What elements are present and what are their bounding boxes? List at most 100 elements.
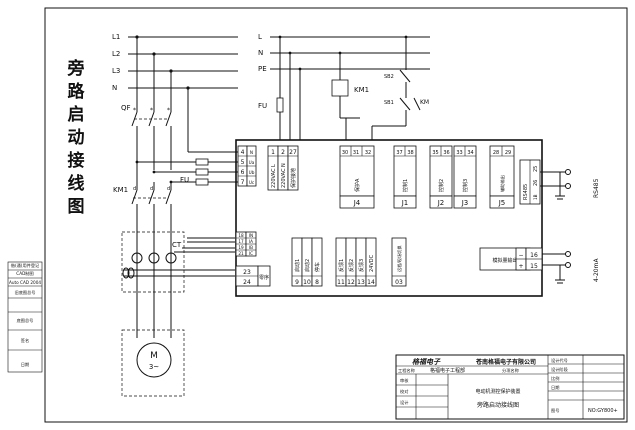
stamp-label: Auto CAD 2004 xyxy=(9,280,41,285)
svg-text:反馈2: 反馈2 xyxy=(348,259,355,272)
line-label-l3: L3 xyxy=(112,67,120,75)
svg-text:J5: J5 xyxy=(498,199,506,207)
company-name: 苍南格福电子有限公司 xyxy=(475,358,536,366)
svg-text:8: 8 xyxy=(315,279,319,286)
svg-text:*: * xyxy=(133,107,136,114)
relay-j1: 37 38 控制1 J1 xyxy=(393,145,417,209)
svg-text:17: 17 xyxy=(238,239,244,244)
stamp-label: 旧底图总号 xyxy=(15,289,36,296)
current-transformer-ct: CT xyxy=(121,231,235,338)
svg-text:5: 5 xyxy=(241,159,245,166)
relay-j3: 33 34 控制3 J3 xyxy=(453,145,477,209)
svg-text:−: − xyxy=(518,252,523,259)
svg-text:32: 32 xyxy=(365,150,371,156)
svg-text:31: 31 xyxy=(353,150,359,156)
svg-text:J2: J2 xyxy=(437,199,445,207)
svg-text:反馈1: 反馈1 xyxy=(338,259,345,272)
svg-text:辅助输出: 辅助输出 xyxy=(499,175,506,192)
title-block: 格福电子 苍南格福电子有限公司 工程名称 格福电子工程部 分项名称 审核 校对 … xyxy=(395,354,625,420)
terminal-strip-feedback: 反馈1 反馈2 反馈3 24VDC 11 12 13 14 xyxy=(335,237,377,287)
supply-lines-left: L1 L2 L3 N xyxy=(112,33,238,153)
svg-text:18: 18 xyxy=(238,233,244,238)
svg-text:工程名称: 工程名称 xyxy=(398,367,415,374)
svg-text:启动1: 启动1 xyxy=(294,259,301,272)
svg-text:+: + xyxy=(518,263,523,270)
analog-output: 模拟量输出 − + 16 15 4-20mA xyxy=(479,247,600,284)
svg-text:9: 9 xyxy=(295,279,299,286)
svg-text:24VDC: 24VDC xyxy=(369,254,375,272)
svg-text:13: 13 xyxy=(357,279,365,286)
svg-text:格福电子工程部: 格福电子工程部 xyxy=(430,367,465,374)
svg-text:*: * xyxy=(167,107,170,114)
svg-text:35: 35 xyxy=(432,150,438,156)
svg-text:设计代号: 设计代号 xyxy=(551,357,568,364)
svg-text:模拟量输出: 模拟量输出 xyxy=(492,257,517,264)
svg-text:N: N xyxy=(250,150,253,155)
terminal-remote-local: 远程/现场切换 03 xyxy=(391,237,407,287)
svg-text:SB1: SB1 xyxy=(384,100,394,106)
svg-text:保护A: 保护A xyxy=(354,178,361,192)
svg-text:CT: CT xyxy=(172,241,182,249)
svg-text:保护接地: 保护接地 xyxy=(290,168,297,188)
svg-text:RS485: RS485 xyxy=(593,178,600,198)
svg-text:校对: 校对 xyxy=(400,388,408,395)
stamp-label: CAD制图 xyxy=(16,270,33,277)
svg-text:KM: KM xyxy=(420,99,429,106)
svg-text:Ub: Ub xyxy=(249,170,255,175)
svg-text:旁: 旁 xyxy=(67,58,85,79)
svg-text:25: 25 xyxy=(533,166,539,172)
stamp-label: 借(通)用件登记 xyxy=(11,262,40,269)
svg-text:24: 24 xyxy=(243,279,251,286)
svg-text:设计阶段: 设计阶段 xyxy=(551,366,569,373)
svg-text:12: 12 xyxy=(347,279,355,286)
svg-text:38: 38 xyxy=(407,150,413,156)
svg-text:3~: 3~ xyxy=(149,363,159,371)
line-label-l2: L2 xyxy=(112,50,120,58)
svg-text:L: L xyxy=(258,33,262,41)
svg-text:37: 37 xyxy=(396,150,402,156)
svg-text:220VAC L: 220VAC L xyxy=(271,164,277,188)
product-name: 电动机测控保护装置 xyxy=(475,388,520,395)
svg-text:停车: 停车 xyxy=(314,262,321,272)
relay-j4: 30 31 32 保护A J4 xyxy=(339,145,375,209)
svg-text:PE: PE xyxy=(258,65,267,73)
side-stamp-column: 借(通)用件登记 CAD制图 Auto CAD 2004 旧底图总号 底图总号 … xyxy=(7,261,43,373)
svg-text:11: 11 xyxy=(337,279,345,286)
svg-text:SB2: SB2 xyxy=(384,74,394,80)
svg-text:14: 14 xyxy=(367,279,375,286)
terminal-strip-zero-sequence: 23 24 零序 xyxy=(235,265,271,287)
svg-text:27: 27 xyxy=(289,149,297,156)
fuses-fu: FU xyxy=(135,158,238,186)
relay-j2: 35 36 控制2 J2 xyxy=(429,145,453,209)
svg-text:d: d xyxy=(133,186,136,192)
svg-text:19: 19 xyxy=(238,245,244,250)
svg-text:6: 6 xyxy=(241,169,245,176)
svg-text:启: 启 xyxy=(68,104,85,125)
svg-text:零序: 零序 xyxy=(259,274,269,281)
svg-text:IB: IB xyxy=(249,245,253,250)
svg-text:7: 7 xyxy=(241,179,245,186)
svg-text:J1: J1 xyxy=(401,199,409,207)
svg-text:IA: IA xyxy=(249,239,253,244)
svg-text:日期: 日期 xyxy=(551,385,559,391)
svg-text:动: 动 xyxy=(68,128,85,148)
svg-text:d: d xyxy=(150,186,153,192)
svg-text:控制1: 控制1 xyxy=(402,179,409,192)
drawing-frame xyxy=(44,7,628,423)
line-label-n: N xyxy=(112,84,117,92)
stamp-label: 签名 xyxy=(21,337,29,344)
svg-text:N: N xyxy=(258,49,263,57)
svg-text:Ua: Ua xyxy=(249,160,255,165)
svg-text:J3: J3 xyxy=(461,199,469,207)
svg-text:分项名称: 分项名称 xyxy=(502,367,519,374)
svg-text:启动2: 启动2 xyxy=(304,259,311,272)
svg-text:J4: J4 xyxy=(353,199,361,207)
svg-text:33: 33 xyxy=(456,150,462,156)
svg-text:控制2: 控制2 xyxy=(438,179,445,192)
svg-text:4: 4 xyxy=(241,149,245,156)
svg-text:线: 线 xyxy=(68,173,85,194)
svg-text:控制3: 控制3 xyxy=(462,179,469,192)
svg-text:审核: 审核 xyxy=(400,377,409,384)
svg-text:4-20mA: 4-20mA xyxy=(593,258,600,282)
svg-text:路: 路 xyxy=(68,81,86,102)
